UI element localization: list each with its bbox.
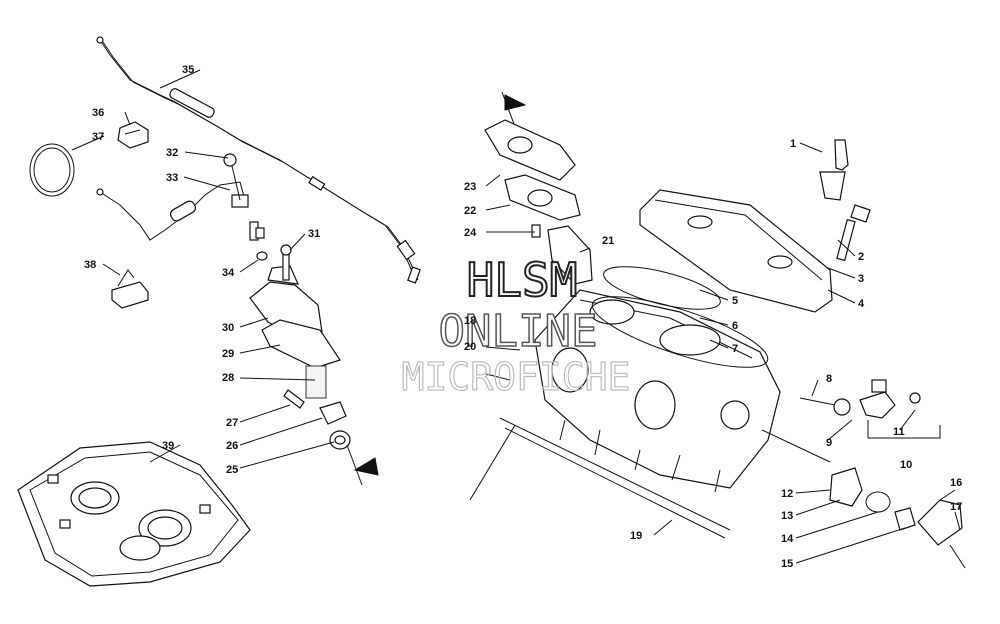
callout-38: 38 xyxy=(84,259,96,271)
callout-2: 2 xyxy=(858,251,864,263)
watermark-line1: HLSM xyxy=(467,253,578,307)
callout-10: 10 xyxy=(900,459,912,471)
watermark: HLSM ONLINE MICROFICHE xyxy=(401,252,631,400)
callout-7: 7 xyxy=(732,343,738,355)
callout-9: 9 xyxy=(826,437,832,449)
cable-assembly xyxy=(96,36,421,284)
ring-37 xyxy=(29,143,75,197)
watermark-line3: MICROFICHE xyxy=(402,355,631,399)
callout-26: 26 xyxy=(226,440,238,452)
callout-18: 18 xyxy=(464,315,476,327)
callout-37: 37 xyxy=(92,131,104,143)
callout-12: 12 xyxy=(781,488,793,500)
callout-25: 25 xyxy=(226,464,238,476)
head-cover xyxy=(639,189,833,313)
callout-14: 14 xyxy=(781,533,794,545)
watermark-line2: ONLINE xyxy=(439,306,598,357)
callout-1: 1 xyxy=(790,138,796,150)
callout-19: 19 xyxy=(630,530,642,542)
clamp-36 xyxy=(117,121,149,149)
callout-28: 28 xyxy=(222,372,234,384)
callout-39: 39 xyxy=(162,440,174,452)
callout-30: 30 xyxy=(222,322,234,334)
gasket-kit-39 xyxy=(17,441,251,587)
clip-38 xyxy=(111,269,149,309)
callout-32: 32 xyxy=(166,147,178,159)
callout-27: 27 xyxy=(226,417,238,429)
callout-17: 17 xyxy=(950,501,962,513)
callout-3: 3 xyxy=(858,273,864,285)
spark-plug-1 xyxy=(819,139,849,201)
leader-lines xyxy=(71,69,961,564)
callout-34: 34 xyxy=(222,267,235,279)
callout-31: 31 xyxy=(308,228,320,240)
cylinder-assembly xyxy=(469,266,831,539)
right-parts xyxy=(799,379,966,569)
callout-13: 13 xyxy=(781,510,793,522)
callout-16: 16 xyxy=(950,477,962,489)
cable-33 xyxy=(96,181,259,241)
callout-29: 29 xyxy=(222,348,234,360)
callout-labels: 1 2 3 4 5 6 7 8 9 10 11 12 13 14 15 16 1… xyxy=(84,64,962,570)
callout-33: 33 xyxy=(166,172,178,184)
callout-5: 5 xyxy=(732,295,738,307)
callout-6: 6 xyxy=(732,320,738,332)
bolt-2 xyxy=(836,204,871,262)
callout-23: 23 xyxy=(464,181,476,193)
callout-24: 24 xyxy=(464,227,477,239)
callout-35: 35 xyxy=(182,64,194,76)
callout-21: 21 xyxy=(602,235,614,247)
callout-20: 20 xyxy=(464,341,476,353)
callout-15: 15 xyxy=(781,558,793,570)
callout-11: 11 xyxy=(893,426,905,438)
callout-8: 8 xyxy=(826,373,832,385)
callout-4: 4 xyxy=(858,298,865,310)
mount-assembly xyxy=(223,153,379,486)
intake-flange xyxy=(484,91,593,285)
callout-36: 36 xyxy=(92,107,104,119)
callout-22: 22 xyxy=(464,205,476,217)
